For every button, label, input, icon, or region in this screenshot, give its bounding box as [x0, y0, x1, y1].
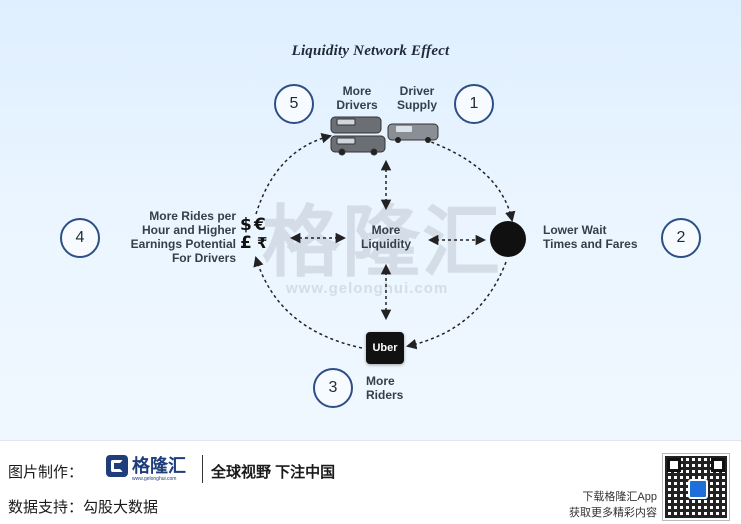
diagram-title: Liquidity Network Effect — [291, 43, 450, 59]
label-more-drivers: More Drivers — [336, 84, 378, 112]
label-lower-wait: Lower Wait Times and Fares — [543, 223, 638, 251]
app-download-line1: 下载格隆汇App — [582, 491, 657, 503]
arc-supply-to-wait — [419, 137, 516, 223]
footer: 图片制作： 格隆汇 www.gelonghui.com 全球视野 下注中国 数据… — [0, 440, 741, 524]
made-by-label: 图片制作： — [8, 464, 84, 481]
clock-icon — [490, 221, 526, 257]
arc-earnings-to-drivers — [255, 133, 333, 215]
network-effect-diagram: 格隆汇 www.gelonghui.com Liquidity Network … — [60, 43, 701, 408]
currency-icon-euro: € — [254, 215, 266, 235]
app-download-line2: 获取更多精彩内容 — [569, 507, 657, 519]
arc-riders-to-earnings — [253, 255, 363, 349]
badge-3: 3 — [313, 368, 353, 408]
data-support: 数据支持：勾股大数据 — [8, 499, 159, 516]
arc-wait-to-riders — [405, 261, 507, 350]
logo-text: 格隆汇 — [132, 456, 186, 476]
badge-4: 4 — [60, 218, 100, 258]
label-earnings: More Rides per Hour and Higher Earnings … — [130, 209, 236, 265]
badge-5: 5 — [274, 84, 314, 124]
label-more-riders: More Riders — [366, 374, 404, 402]
uber-logo: Uber — [366, 332, 404, 364]
car-icon-single — [387, 123, 439, 143]
logo-sub: www.gelonghui.com — [132, 476, 177, 482]
logo-icon — [106, 455, 128, 477]
label-center-liquidity: More Liquidity — [361, 223, 411, 251]
gelonghui-logo: 格隆汇 www.gelonghui.com — [106, 455, 186, 482]
slogan: 全球视野 下注中国 — [211, 464, 336, 481]
badge-1: 1 — [454, 84, 494, 124]
label-driver-supply: Driver Supply — [396, 84, 437, 112]
currency-icon-dollar: $ — [240, 215, 252, 235]
currency-icon-rupee: ₹ — [257, 234, 268, 252]
badge-2: 2 — [661, 218, 701, 258]
qr-code-icon[interactable] — [662, 453, 730, 521]
qr-center-logo-icon — [688, 479, 708, 499]
currency-icon-pound: £ — [240, 233, 252, 253]
car-icon-stack — [330, 116, 386, 156]
footer-divider — [202, 455, 203, 483]
